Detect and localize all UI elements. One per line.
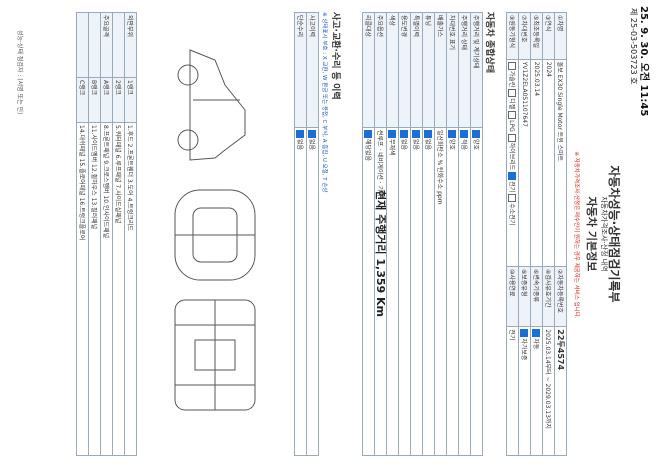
section-title-state: 자동차 종합상태 (484, 12, 494, 74)
checkbox-icon (447, 130, 456, 138)
checkbox-icon (507, 133, 516, 142)
table-row: ⑨원동기형식 가솔린 디젤 LPG 하이브리드 전기 수소전기 ⑩사용연료 전기 (506, 12, 519, 456)
checkbox-icon (471, 130, 480, 138)
checkbox-icon (507, 172, 516, 181)
car-top-view-icon (174, 189, 256, 281)
document-number: 제 25-03-503723 호 (629, 8, 638, 85)
checkbox-icon (363, 130, 372, 138)
checkbox-icon (507, 194, 516, 203)
checkbox-icon (531, 329, 540, 338)
print-timestamp: 25. 9. 30. 오전 11:45 (638, 6, 649, 117)
table-row: ③연식 2024 ④검사유효기간 2025.03.14부터 ~ 2029.03.… (542, 12, 555, 456)
checkbox-icon (295, 130, 304, 138)
checkbox-icon (459, 130, 468, 138)
car-frame-icon (174, 299, 256, 411)
checkbox-icon (423, 130, 432, 138)
status-symbol-note: ※ 상태표시 부호 : X 교환, W 판금 또는 용접, C 부식, A 흠집… (321, 12, 327, 193)
table-row: ⑤최초등록일 2025.03.14 ⑥변속기종류 자동 (530, 12, 543, 456)
checkbox-icon (411, 130, 420, 138)
vehicle-info-table: ①차명 볼보 EX30 Single Motor 트윈 스마트 ②자동차등록번호… (506, 12, 567, 456)
section-title-basic: 자동차 기본정보 (585, 196, 598, 272)
section-title-accident: 사고·교환·수리 등 이력 (330, 12, 340, 100)
checkbox-icon (507, 89, 516, 98)
checkbox-icon (399, 130, 408, 138)
checkbox-icon (307, 130, 316, 138)
table-row: ⑦차대번호 YV1Z2ELA0S1107647 ⑧보증유형 자가보증 (518, 12, 531, 456)
checkbox-icon (387, 130, 396, 138)
checkbox-icon (519, 329, 528, 338)
checkbox-icon (507, 111, 516, 120)
car-diagram (174, 49, 256, 411)
table-row: ①차명 볼보 EX30 Single Motor 트윈 스마트 ②자동차등록번호… (554, 12, 567, 456)
car-side-view-left-icon (177, 49, 246, 161)
inspector-signature: 성능·상태 점검자 : (서명 또는 인) (16, 30, 23, 115)
service-notice: ※ 자동차가격조사·산정은 매수인이 원하는 경우 제공하는 서비스 입니다. (573, 151, 579, 319)
document-subtitle: 자동차가격조사·산정 내역 (600, 196, 608, 272)
checkbox-icon (507, 61, 516, 70)
